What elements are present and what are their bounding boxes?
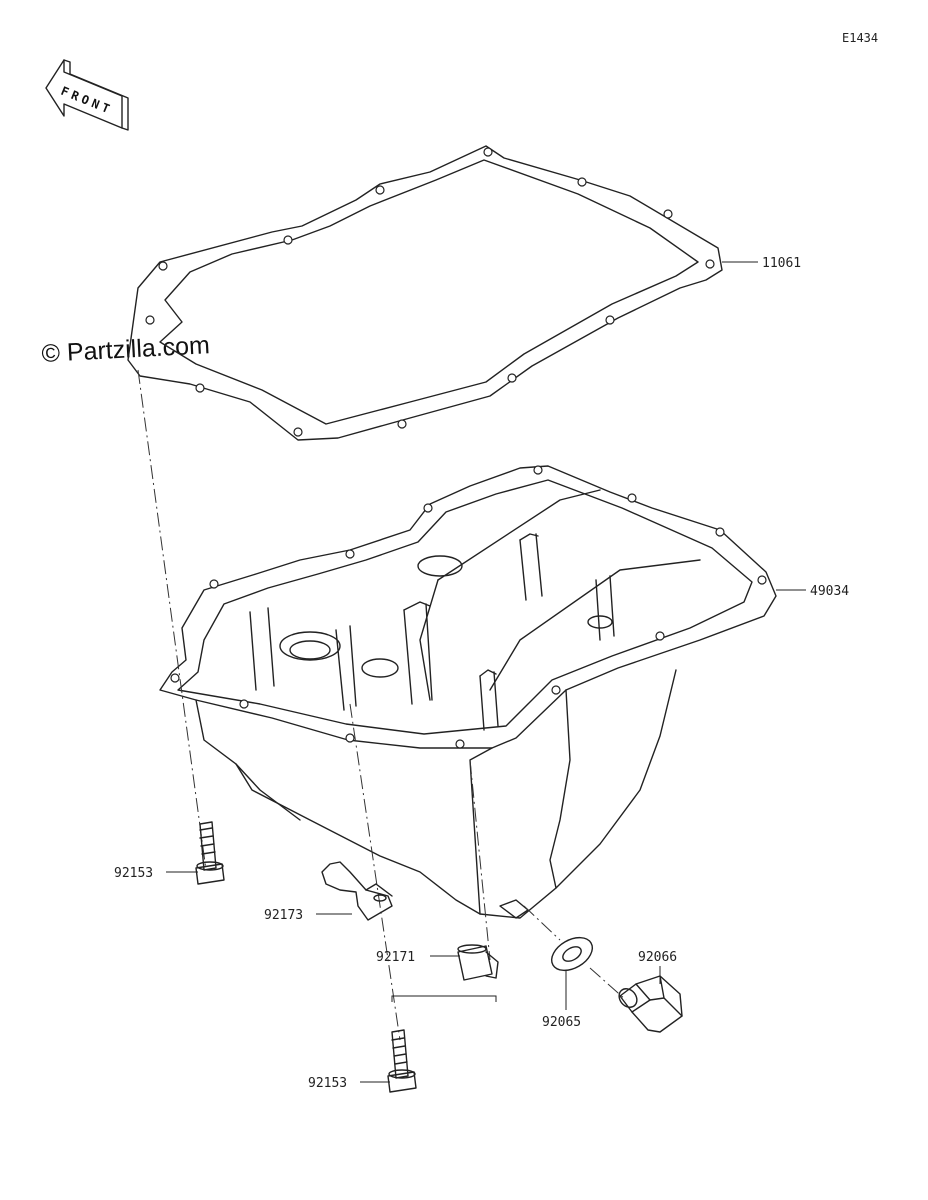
drain-plug-drawing <box>618 975 683 1033</box>
bolt-bottom-drawing <box>387 1029 417 1093</box>
diagram-code: E1434 <box>842 31 878 45</box>
alignment-line <box>523 905 561 941</box>
front-letter: O <box>79 92 91 108</box>
alignment-line <box>349 703 401 1041</box>
clamp-drawing <box>321 861 393 921</box>
front-letter: T <box>100 100 112 116</box>
alignment-line <box>469 759 491 961</box>
washer-drawing <box>551 936 593 972</box>
gasket-drawing <box>127 145 723 441</box>
front-arrow-icon: F R O N T <box>45 59 129 131</box>
part-label-92066: 92066 <box>638 950 677 965</box>
front-letter: N <box>89 96 101 112</box>
part-label-92065: 92065 <box>542 1015 581 1030</box>
partzilla-watermark: © Partzilla.com <box>41 331 211 368</box>
alignment-line <box>137 369 207 871</box>
part-label-11061: 11061 <box>762 256 801 271</box>
oil-pan-drawing <box>159 465 777 919</box>
leader-bracket <box>391 995 497 1002</box>
part-label-92153: 92153 <box>308 1076 347 1091</box>
part-label-49034: 49034 <box>810 584 849 599</box>
front-letter: F <box>59 84 71 100</box>
collar-drawing <box>457 944 499 981</box>
bolt-left-drawing <box>195 821 225 885</box>
alignment-line <box>589 967 627 1001</box>
part-label-92153: 92153 <box>114 866 153 881</box>
part-label-92171: 92171 <box>376 950 415 965</box>
part-label-92173: 92173 <box>264 908 303 923</box>
